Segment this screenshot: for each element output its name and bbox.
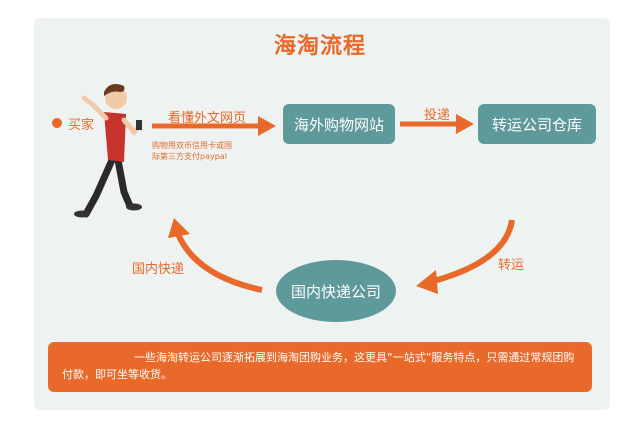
info-banner: 一些海淘转运公司逐渐拓展到海淘团购业务，这更具“一站式”服务特点，只需通过常规团… xyxy=(48,342,592,392)
buyer-label: 买家 xyxy=(68,118,95,133)
node-domestic-express: 国内快递公司 xyxy=(276,260,396,322)
arrow-label-deliver: 投递 xyxy=(424,108,451,123)
arrow-warehouse-to-domestic-head xyxy=(416,270,438,294)
node-overseas-shop: 海外购物网站 xyxy=(283,104,395,144)
payment-note-line1: 购物用双币信用卡或国 xyxy=(152,141,232,150)
arrow-label-transship: 转运 xyxy=(498,258,525,273)
diagram-title: 海淘流程 xyxy=(273,34,366,59)
arrow-buyer-to-shop-head xyxy=(258,116,276,136)
info-banner-text: 一些海淘转运公司逐渐拓展到海淘团购业务，这更具“一站式”服务特点，只需通过常规团… xyxy=(62,351,575,381)
arrow-label-browse: 看懂外文网页 xyxy=(168,111,247,126)
arrow-domestic-to-buyer-head xyxy=(168,218,190,238)
arrow-label-domestic-express: 国内快递 xyxy=(132,262,185,277)
buyer-bullet xyxy=(52,118,62,128)
node-transship-warehouse: 转运公司仓库 xyxy=(478,104,596,144)
arrow-shop-to-warehouse-head xyxy=(456,114,474,134)
arrow-domestic-to-buyer xyxy=(175,232,263,293)
arrow-warehouse-to-domestic xyxy=(429,219,515,285)
payment-note-line2: 际第三方支付paypal xyxy=(152,152,227,161)
